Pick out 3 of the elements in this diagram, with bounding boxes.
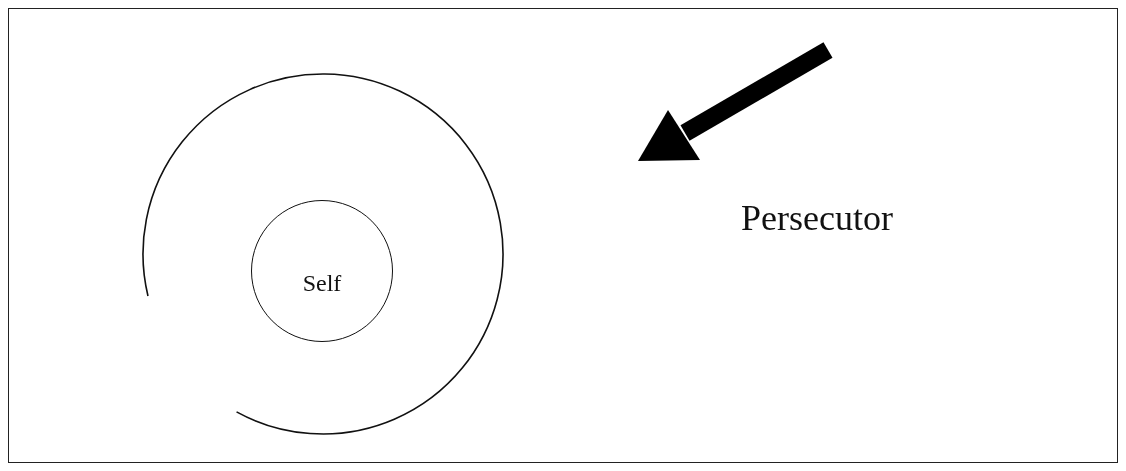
open-ring [143,74,503,434]
label-text: Persecutor [741,197,893,239]
node-label: Self [302,269,342,297]
